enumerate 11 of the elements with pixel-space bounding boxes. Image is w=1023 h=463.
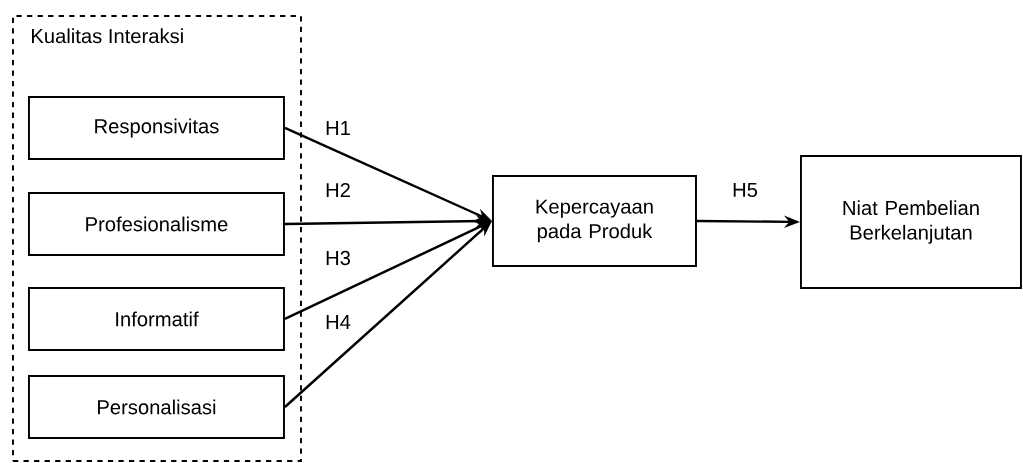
process-box: Profesionalisme [28, 192, 285, 256]
edge-label: H5 [730, 181, 760, 199]
edge-label: H2 [323, 181, 353, 199]
edge-label: H1 [323, 119, 353, 137]
process-box: Kepercayaan pada Produk [492, 175, 697, 267]
process-box: Niat Pembelian Berkelanjutan [800, 155, 1022, 289]
process-box: Informatif [28, 287, 285, 351]
process-box: Responsivitas [28, 96, 285, 160]
edge-label: H4 [323, 313, 353, 331]
process-box: Personalisasi [28, 375, 285, 439]
edge-label: H3 [323, 249, 353, 267]
